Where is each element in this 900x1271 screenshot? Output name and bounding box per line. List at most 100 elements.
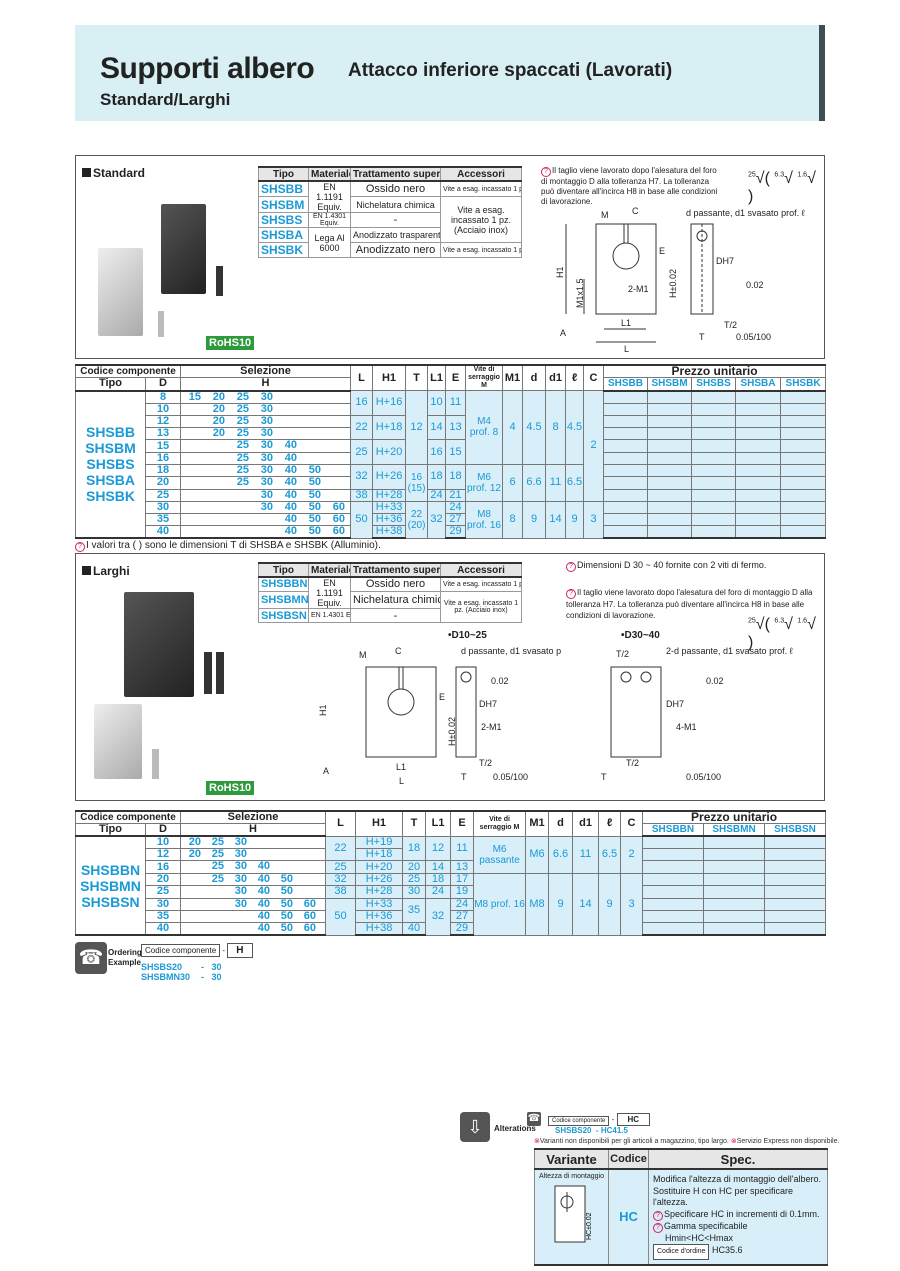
h-value: 40 [257, 873, 271, 885]
price-cell[interactable] [691, 451, 737, 465]
price-cell[interactable] [735, 402, 782, 416]
price-cell[interactable] [603, 414, 649, 429]
price-cell[interactable] [603, 451, 649, 465]
price-cell[interactable] [780, 451, 827, 465]
price-cell[interactable] [703, 835, 766, 849]
price-cell[interactable] [703, 847, 766, 862]
price-cell[interactable] [780, 414, 827, 429]
price-cell[interactable] [642, 860, 705, 874]
price-cell[interactable] [764, 909, 827, 924]
price-cell[interactable] [647, 390, 693, 404]
header-9: ℓ [565, 364, 585, 391]
price-cell[interactable] [735, 463, 782, 478]
price-cell[interactable] [603, 402, 649, 416]
type-code: SHSBSN [81, 893, 140, 910]
price-cell[interactable] [764, 872, 827, 887]
price-cell[interactable] [780, 390, 827, 404]
price-cell[interactable] [703, 885, 766, 899]
price-cell[interactable] [642, 872, 705, 887]
price-cell[interactable] [780, 488, 827, 502]
price-cell[interactable] [691, 402, 737, 416]
price-cell[interactable] [764, 897, 827, 911]
price-cell[interactable] [647, 476, 693, 490]
price-cell[interactable] [764, 885, 827, 899]
price-cell[interactable] [780, 463, 827, 478]
price-cell[interactable] [642, 922, 705, 937]
price-cell[interactable] [764, 860, 827, 874]
price-cell[interactable] [691, 525, 737, 540]
price-cell[interactable] [780, 513, 827, 527]
price-cell[interactable] [603, 427, 649, 441]
price-cell[interactable] [642, 835, 705, 849]
price-cell[interactable] [647, 402, 693, 416]
price-cell[interactable] [603, 488, 649, 502]
type-code: SHSBMN [80, 877, 141, 894]
price-cell[interactable] [703, 922, 766, 937]
price-cell[interactable] [603, 390, 649, 404]
price-cell[interactable] [780, 476, 827, 490]
price-cell[interactable] [735, 500, 782, 515]
d-value: 15 [144, 439, 182, 453]
dim-0: 25 [325, 860, 357, 874]
price-cell[interactable] [735, 513, 782, 527]
dim-7: 6.6 [548, 835, 574, 874]
price-cell[interactable] [603, 525, 649, 540]
svg-text:L: L [399, 776, 404, 786]
price-cell[interactable] [703, 872, 766, 887]
price-cell[interactable] [703, 897, 766, 911]
price-cell[interactable] [647, 525, 693, 540]
price-cell[interactable] [780, 525, 827, 540]
price-cell[interactable] [691, 488, 737, 502]
price-cell[interactable] [691, 427, 737, 441]
price-cell[interactable] [735, 476, 782, 490]
price-cell[interactable] [647, 414, 693, 429]
price-cell[interactable] [780, 439, 827, 453]
price-cell[interactable] [703, 860, 766, 874]
dim-6: 8 [502, 500, 524, 539]
price-cell[interactable] [691, 463, 737, 478]
treatment: - [350, 608, 441, 623]
dim-5: M8 prof. 16 [473, 872, 527, 936]
spec-header: Trattamento superficie [350, 166, 441, 182]
price-cell[interactable] [642, 897, 705, 911]
price-cell[interactable] [603, 513, 649, 527]
alterations-table: Variante Codice Spec. Altezza di montagg… [534, 1148, 828, 1266]
price-cell[interactable] [703, 909, 766, 924]
price-cell[interactable] [735, 451, 782, 465]
price-cell[interactable] [780, 500, 827, 515]
price-cell[interactable] [691, 476, 737, 490]
h-value: 30 [234, 898, 248, 910]
price-cell[interactable] [764, 847, 827, 862]
price-cell[interactable] [603, 463, 649, 478]
price-cell[interactable] [735, 439, 782, 453]
price-cell[interactable] [764, 835, 827, 849]
price-cell[interactable] [647, 439, 693, 453]
price-cell[interactable] [735, 390, 782, 404]
price-cell[interactable] [603, 439, 649, 453]
price-cell[interactable] [780, 427, 827, 441]
price-cell[interactable] [780, 402, 827, 416]
price-cell[interactable] [735, 427, 782, 441]
price-cell[interactable] [691, 513, 737, 527]
price-cell[interactable] [764, 922, 827, 937]
price-cell[interactable] [691, 439, 737, 453]
price-cell[interactable] [691, 414, 737, 429]
price-cell[interactable] [691, 390, 737, 404]
price-cell[interactable] [735, 414, 782, 429]
price-cell[interactable] [603, 476, 649, 490]
price-cell[interactable] [647, 513, 693, 527]
price-cell[interactable] [603, 500, 649, 515]
price-cell[interactable] [642, 885, 705, 899]
price-cell[interactable] [642, 909, 705, 924]
price-cell[interactable] [647, 427, 693, 441]
price-cell[interactable] [735, 488, 782, 502]
price-cell[interactable] [647, 488, 693, 502]
price-cell[interactable] [691, 500, 737, 515]
price-cell[interactable] [647, 500, 693, 515]
svg-text:T/2: T/2 [479, 758, 492, 768]
price-cell[interactable] [647, 463, 693, 478]
price-cell[interactable] [647, 451, 693, 465]
price-cell[interactable] [735, 525, 782, 540]
price-cell[interactable] [642, 847, 705, 862]
